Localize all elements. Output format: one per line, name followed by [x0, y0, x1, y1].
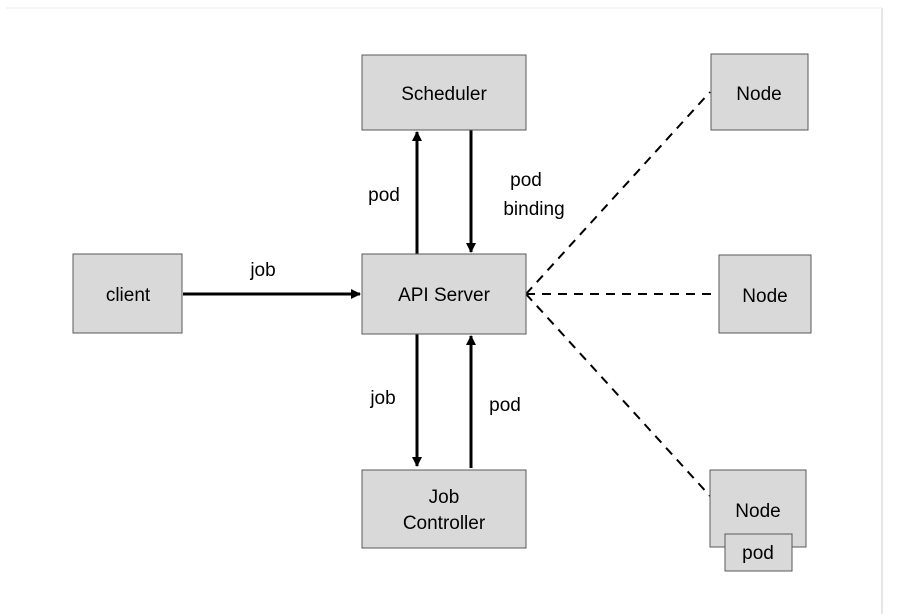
api-to-job-controller-edge-label: job — [369, 388, 395, 409]
node-middle-label: Node — [742, 286, 787, 307]
job-controller-box: Job Controller — [361, 469, 527, 549]
scheduler-to-api-edge-label-line1: pod — [510, 170, 542, 191]
client-label: client — [106, 285, 151, 306]
job-controller-label-line1: Job — [429, 487, 460, 508]
client-to-api-edge-label: job — [249, 260, 275, 281]
api-to-node-top-connection — [525, 91, 711, 295]
node-top-label: Node — [736, 84, 781, 105]
api-to-node-bottom-connection — [525, 293, 711, 497]
node-middle-box: Node — [718, 254, 812, 334]
api-to-scheduler-edge-label: pod — [368, 185, 400, 206]
pod-box: pod — [724, 533, 793, 572]
node-bottom-label: Node — [735, 501, 780, 522]
scheduler-label: Scheduler — [401, 84, 487, 105]
job-controller-label-line2: Controller — [403, 513, 486, 534]
pod-label: pod — [742, 543, 774, 564]
api-server-label: API Server — [398, 285, 491, 306]
scheduler-box: Scheduler — [361, 54, 527, 131]
client-box: client — [72, 253, 183, 334]
scheduler-to-api-edge-label-line2: binding — [503, 199, 564, 220]
api-server-box: API Server — [361, 253, 527, 335]
job-controller-to-api-edge-label: pod — [489, 395, 521, 416]
node-top-box: Node — [710, 53, 809, 131]
